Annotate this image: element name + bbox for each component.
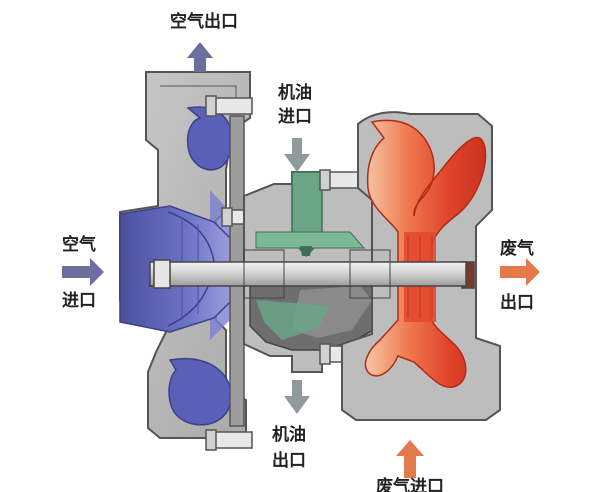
label-oil-inlet-1: 机油 (278, 82, 312, 103)
oil-inlet-arrow (284, 138, 310, 172)
label-air-inlet-2: 进口 (62, 291, 96, 311)
label-oil-inlet-2: 进口 (278, 107, 312, 127)
label-exhaust-inlet: 废气进口 (376, 476, 444, 492)
oil-outlet-arrow (284, 380, 310, 414)
label-air-inlet-1: 空气 (62, 234, 96, 255)
exhaust-inlet-arrow (396, 440, 424, 478)
label-oil-outlet-2: 出口 (272, 450, 306, 471)
label-exhaust-outlet-2: 出口 (500, 292, 534, 313)
watermark: single润滑油 (464, 451, 565, 471)
label-oil-outlet-1: 机油 (272, 424, 306, 445)
exhaust-outlet-arrow (500, 258, 540, 286)
label-air-outlet: 空气出口 (170, 11, 238, 32)
air-outlet-arrow (187, 42, 213, 72)
label-exhaust-outlet-1: 废气 (500, 238, 534, 259)
air-inlet-arrow (62, 258, 104, 286)
turbo-shaft (149, 249, 467, 299)
